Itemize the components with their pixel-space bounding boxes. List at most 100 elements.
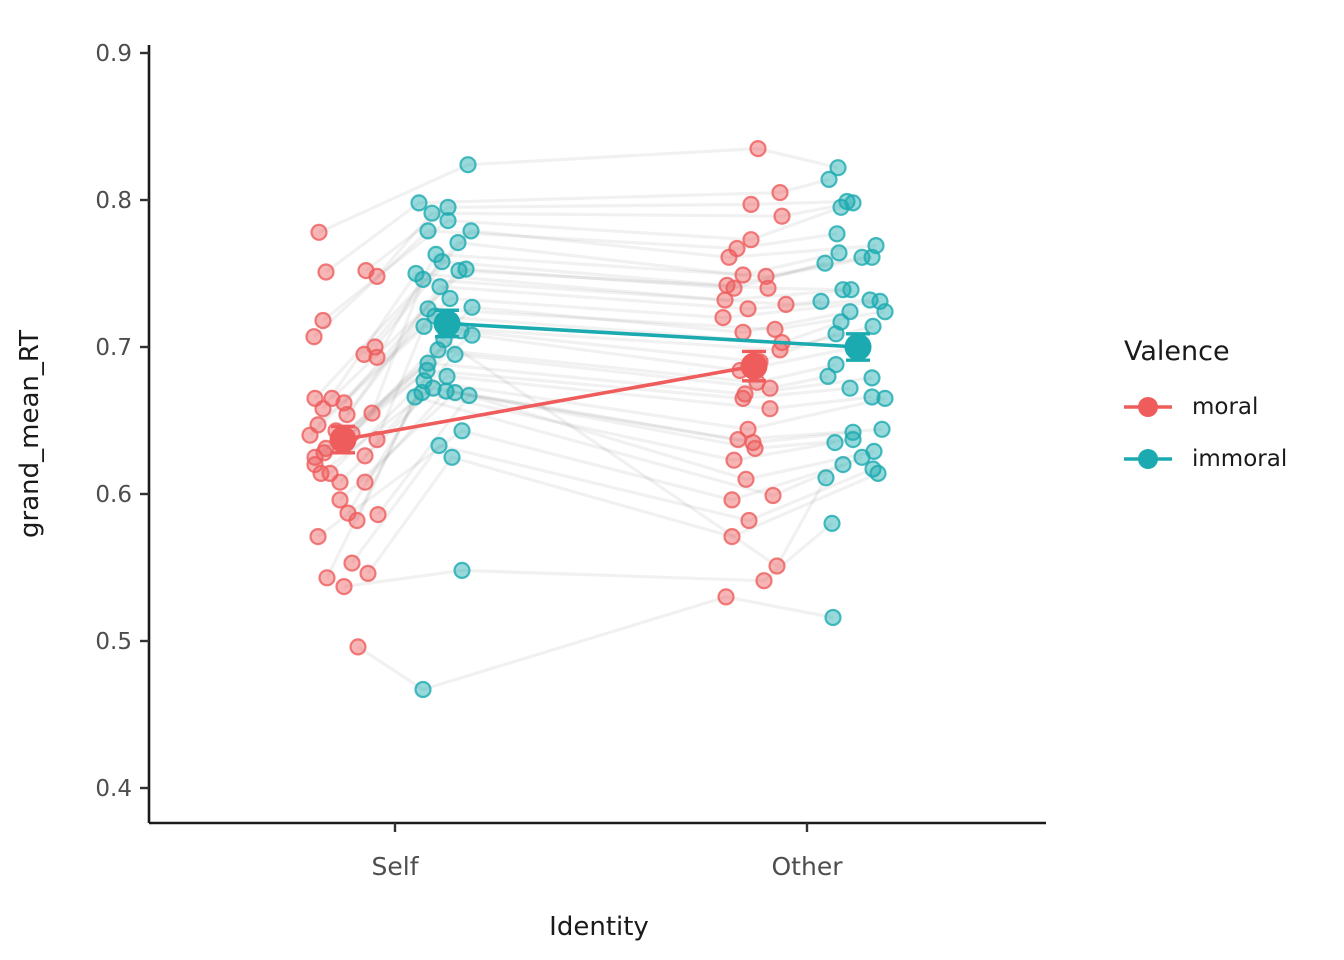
data-point [739,300,757,318]
data-point [830,244,848,262]
y-axis-title: grand_mean_RT [15,330,45,538]
data-point [755,572,773,590]
subject-line [313,361,873,459]
x-axis-title: Identity [549,912,649,942]
y-tick-label: 0.4 [95,776,132,802]
subject-line [334,307,886,432]
data-point [338,406,356,424]
data-point [746,439,764,457]
data-point [842,281,860,299]
data-point [310,223,328,241]
subject-line [338,386,883,484]
data-point [812,292,830,310]
data-point [359,564,377,583]
legend-title: Valence [1124,336,1230,367]
subject-line [370,277,822,414]
data-point [777,295,795,313]
data-point [443,448,461,466]
data-point [771,184,789,202]
data-point [314,400,332,418]
mean-trend-line [342,364,755,442]
data-point [876,389,894,407]
data-point [734,389,752,407]
subject-line [338,391,854,502]
x-tick-label: Other [772,852,844,881]
data-point [433,253,451,271]
data-point [459,156,477,174]
subject-line [308,314,842,437]
y-tick-label: 0.9 [95,41,132,67]
data-point [717,588,735,606]
data-point [463,298,481,316]
data-point [349,638,367,656]
data-point [369,505,387,524]
data-point [844,431,862,449]
data-point [301,426,319,444]
data-point [863,388,881,406]
data-point [335,577,353,596]
data-point [309,527,327,546]
data-point [828,225,846,243]
data-point [356,447,374,465]
data-point [824,608,842,627]
data-point [355,345,373,363]
data-point [449,234,467,252]
subject-line [363,352,829,457]
subject-line [328,379,886,475]
data-point [725,279,743,297]
data-point [876,303,894,321]
data-point [410,194,428,212]
data-point [863,248,881,266]
subject-line [317,429,844,538]
data-point [863,369,881,387]
data-point [415,317,433,335]
data-point [462,222,480,240]
legend-item-immoral: immoral [1122,439,1287,479]
data-point [764,486,782,505]
data-point [368,348,386,366]
mean-point [844,333,872,361]
legend-label-moral: moral [1192,394,1259,420]
data-point [441,289,459,308]
data-point [740,511,758,530]
data-point [766,320,784,338]
y-tick-label: 0.7 [95,335,132,361]
subject-line [339,329,837,444]
data-point [430,436,448,455]
subject-line [365,199,848,272]
data-point [314,311,332,330]
data-point [768,557,786,575]
subject-line [376,393,875,516]
data-point [453,561,471,580]
data-point [723,527,741,546]
data-point [348,511,366,530]
data-point [331,473,349,491]
data-point [306,456,324,474]
y-tick-label: 0.6 [95,482,132,508]
data-point [450,262,468,280]
data-point [453,422,471,440]
data-point [463,326,481,344]
data-point [820,170,838,188]
data-point [864,317,882,335]
x-tick-label: Self [372,852,420,881]
subject-line [322,205,842,322]
subject-line [313,368,851,466]
data-point [368,267,386,285]
mean-point [329,426,357,454]
subject-line [346,391,836,514]
data-point [343,554,361,572]
data-point [446,384,464,402]
subject-line [375,324,874,441]
data-point [439,198,457,216]
data-point [716,291,734,309]
legend-item-moral: moral [1122,387,1287,427]
data-point [414,270,432,288]
data-point [742,231,760,249]
subject-line [373,229,877,349]
data-point [832,198,850,216]
data-point [759,279,777,297]
subject-line [362,241,840,356]
data-point [317,263,335,281]
data-point [737,470,755,488]
